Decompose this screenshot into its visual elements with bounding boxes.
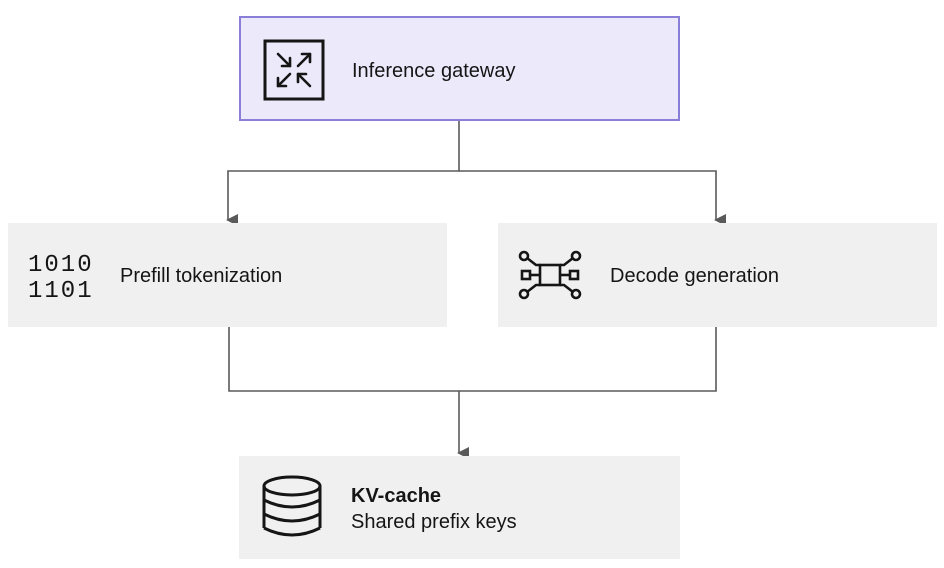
prefill-label: Prefill tokenization: [120, 265, 283, 287]
gateway-label: Inference gateway: [352, 60, 516, 82]
binary-digits-icon: 1010 1101: [28, 252, 94, 301]
decode-label: Decode generation: [610, 265, 780, 287]
kv-cache-subtitle: Shared prefix keys: [351, 511, 517, 533]
arrows-converge-icon: [263, 39, 325, 101]
database-stack-icon: [262, 475, 322, 537]
node-graph-icon: [518, 250, 582, 300]
kv-cache-title: KV-cache: [351, 485, 442, 507]
kv-cache-node: KV-cache Shared prefix keys: [239, 456, 680, 559]
connector-gateway-decode: [459, 170, 726, 226]
gateway-node: Inference gateway: [239, 16, 680, 121]
binary-row-2: 1101: [28, 278, 94, 301]
decode-node: Decode generation: [498, 223, 937, 327]
prefill-node: 1010 1101 Prefill tokenization: [8, 223, 447, 327]
binary-row-1: 1010: [28, 252, 94, 279]
connector-prefill-merge: [228, 327, 717, 392]
connector-gateway-split: [226, 121, 460, 226]
